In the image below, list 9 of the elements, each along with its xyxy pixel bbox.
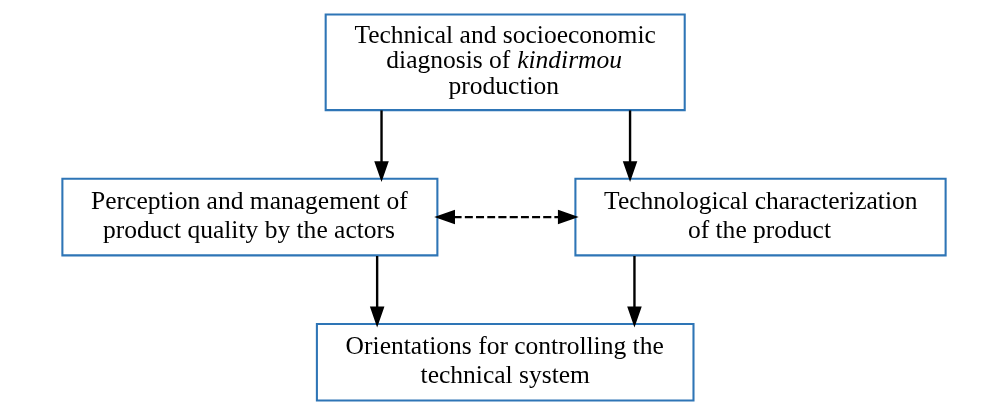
node-box: Technological characterization of the product	[574, 177, 947, 257]
node-box: Perception and management of product quality by the actors	[61, 177, 439, 257]
arrow	[627, 256, 642, 328]
arrow	[369, 256, 385, 328]
arrow	[622, 110, 638, 182]
node-box: Orientations for controlling the technical system	[315, 322, 695, 402]
arrow	[434, 209, 579, 225]
node-box: Technical and socioeconomic diagnosis of kindirmou production	[324, 13, 686, 112]
arrow	[374, 110, 389, 182]
